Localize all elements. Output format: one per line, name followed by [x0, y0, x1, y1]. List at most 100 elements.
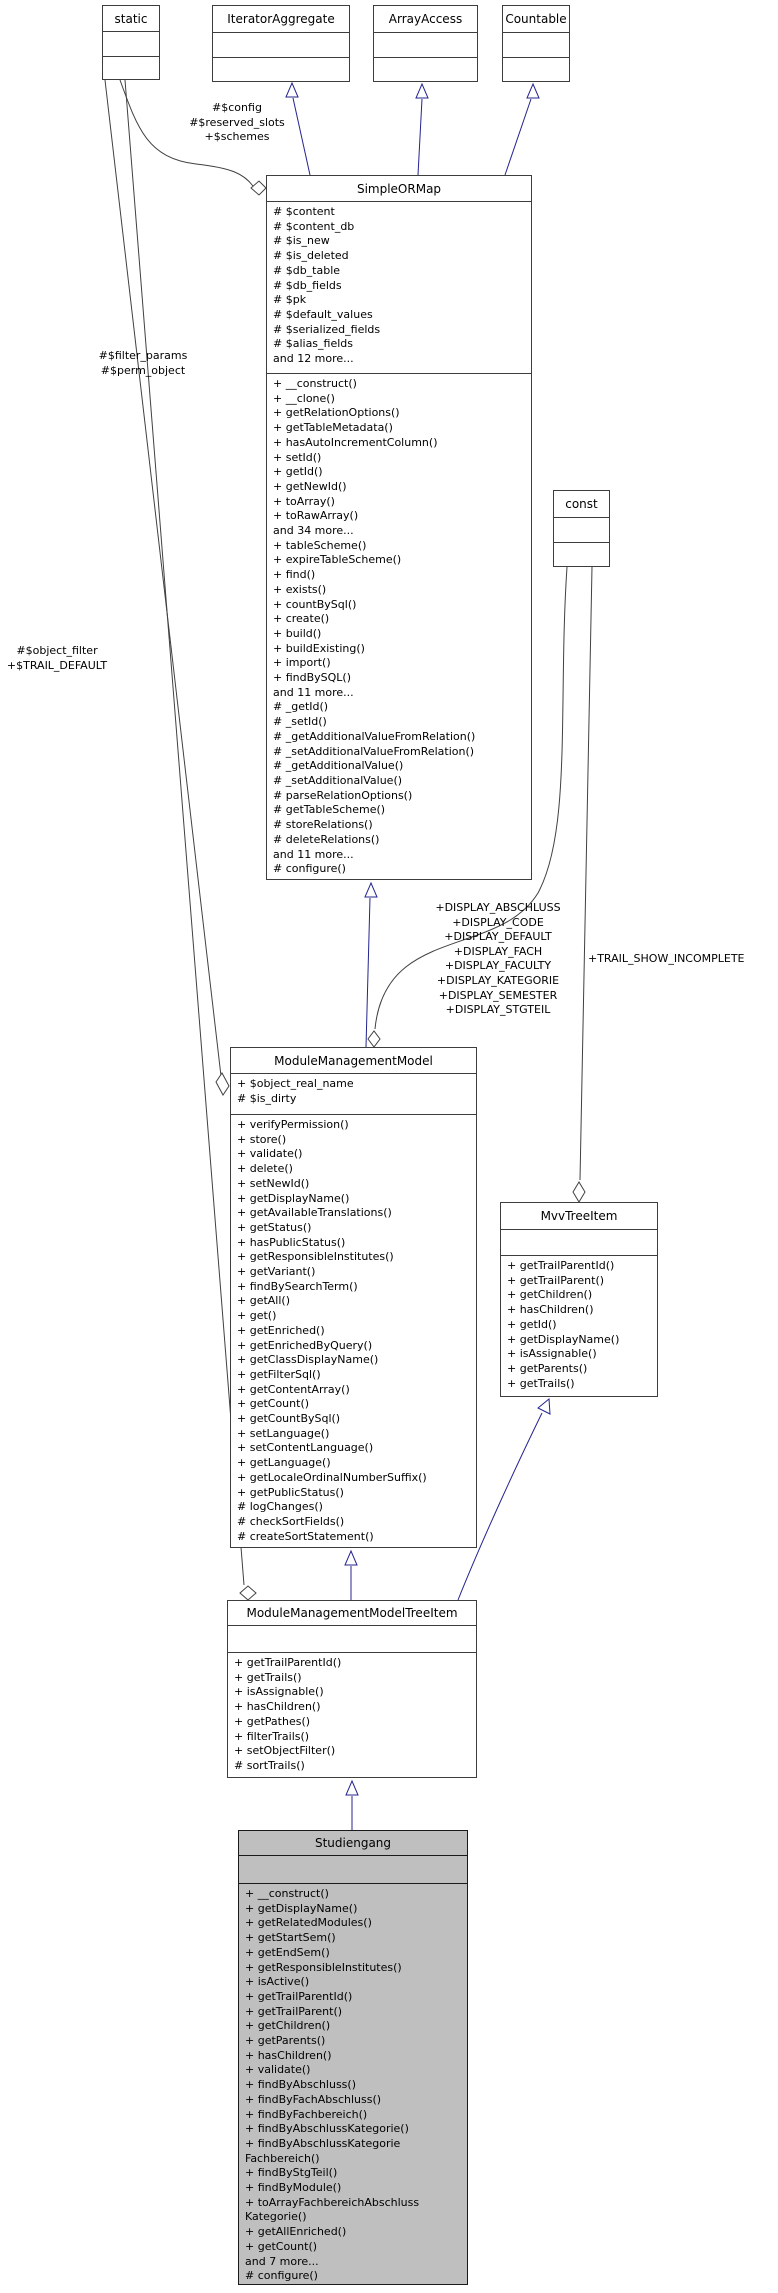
member-line: + import() [273, 656, 331, 670]
member-line: + getTrailParentId() [234, 1656, 342, 1669]
member-line: + getEnrichedByQuery() [237, 1338, 373, 1352]
member-line: + tableScheme() [273, 538, 367, 552]
member-line: + create() [273, 612, 330, 626]
class-studiengang[interactable]: Studiengang + __construct()+ getDisplayN… [238, 1830, 468, 2285]
edge-label-static-simpleormap: #$config#$reserved_slots+$schemes [158, 101, 316, 145]
member-line: + getAllEnriched() [245, 2225, 347, 2239]
member-line: + getAll() [237, 1294, 290, 1308]
member-line: + findByFachbereich() [245, 2107, 368, 2121]
member-line: # $default_values [273, 307, 373, 321]
member-line: +DISPLAY_FACH [453, 944, 543, 958]
member-line: + getFilterSql() [237, 1367, 321, 1381]
member-line: +DISPLAY_STGTEIL [445, 1003, 551, 1017]
member-line: + getVariant() [237, 1265, 316, 1279]
member-line: + setObjectFilter() [234, 1744, 336, 1758]
aggregation-diamond-treeitem [239, 1585, 257, 1601]
member-line: # sortTrails() [234, 1758, 305, 1772]
member-line: # $content [273, 205, 335, 218]
methods-compartment [103, 57, 159, 79]
member-line: +DISPLAY_ABSCHLUSS [435, 901, 561, 914]
member-line: + findBySQL() [273, 671, 352, 685]
member-line: + toArray() [273, 494, 335, 508]
class-iteratoraggregate[interactable]: IteratorAggregate [212, 5, 350, 82]
member-line: + getTrailParent() [507, 1273, 605, 1287]
attributes-compartment [501, 1230, 657, 1256]
methods-compartment: + getTrailParentId()+ getTrailParent()+ … [501, 1256, 657, 1396]
member-line: + isActive() [245, 1975, 310, 1989]
usage-edge-static-treeitem [124, 79, 245, 1586]
member-line: # _setAdditionalValueFromRelation() [273, 744, 475, 758]
member-line: + isAssignable() [234, 1685, 324, 1699]
aggregation-diamond-modulemanagementmodel-left [215, 1072, 230, 1096]
member-line: + getTrails() [234, 1670, 302, 1684]
member-line: +DISPLAY_KATEGORIE [436, 973, 560, 987]
member-line: +$TRAIL_DEFAULT [6, 658, 108, 672]
class-modulemanagementmodel[interactable]: ModuleManagementModel + $object_real_nam… [230, 1047, 477, 1548]
aggregation-diamond-modulemanagementmodel-top [367, 1030, 381, 1048]
member-line: + findByFachAbschluss() [245, 2092, 382, 2106]
member-line: + verifyPermission() [237, 1118, 349, 1131]
class-static[interactable]: static [102, 5, 160, 80]
methods-compartment: + getTrailParentId()+ getTrails()+ isAss… [228, 1653, 476, 1777]
member-line: + validate() [237, 1147, 303, 1161]
member-line: +DISPLAY_DEFAULT [444, 930, 552, 944]
member-line: # $is_deleted [273, 249, 349, 263]
member-line: + getResponsibleInstitutes() [245, 1960, 402, 1974]
member-line: + getClassDisplayName() [237, 1353, 379, 1367]
class-modulemanagementmodeltreeitem[interactable]: ModuleManagementModelTreeItem + getTrail… [227, 1600, 477, 1778]
member-line: + toRawArray() [273, 509, 359, 523]
member-line: + getTableMetadata() [273, 421, 393, 435]
member-line: + getTrailParent() [245, 2004, 343, 2018]
member-line: #$reserved_slots [189, 115, 285, 129]
methods-compartment [554, 543, 609, 566]
member-line: + getId() [273, 465, 323, 479]
member-line: + getId() [507, 1317, 557, 1331]
member-line: Fachbereich() [245, 2151, 320, 2165]
member-line: + hasAutoIncrementColumn() [273, 435, 438, 449]
aggregation-diamond-simpleormap [250, 180, 267, 196]
member-line: + hasChildren() [507, 1303, 594, 1317]
member-line: # _setId() [273, 715, 327, 729]
member-line: # storeRelations() [273, 818, 373, 832]
edge-label-const-mvvtreeitem: +TRAIL_SHOW_INCOMPLETE [588, 952, 745, 965]
member-line: + hasChildren() [234, 1700, 321, 1714]
inheritance-arrow-mvvtreeitem [537, 1397, 551, 1415]
edge-label-static-treeitem: #$object_filter+$TRAIL_DEFAULT [0, 644, 114, 673]
member-line: + getAvailableTranslations() [237, 1206, 392, 1220]
member-line: +$schemes [204, 130, 270, 144]
member-line: + getResponsibleInstitutes() [237, 1250, 394, 1264]
class-title: static [103, 6, 159, 32]
member-line: + getCount() [237, 1397, 310, 1411]
inheritance-arrow-modulemanagementmodel [344, 1549, 358, 1566]
member-line: #$config [212, 101, 262, 114]
member-line: + countBySql() [273, 597, 357, 611]
class-const[interactable]: const [553, 490, 610, 567]
class-title: Countable [503, 6, 569, 33]
member-line: + getParents() [507, 1361, 588, 1375]
methods-compartment: + verifyPermission()+ store()+ validate(… [231, 1115, 476, 1547]
usage-edge-const-mvvtreeitem [579, 566, 593, 1181]
member-line: + getCount() [245, 2239, 318, 2253]
class-simpleormap[interactable]: SimpleORMap # $content# $content_db# $is… [266, 175, 532, 880]
member-line: + findBySearchTerm() [237, 1279, 358, 1293]
member-line: and 7 more... [245, 2254, 319, 2268]
inheritance-edge-treeitem-mvvtreeitem [457, 1412, 543, 1601]
edge-label-static-modulemanagementmodel: #$filter_params#$perm_object [85, 349, 201, 378]
member-line: + getChildren() [507, 1288, 593, 1302]
member-line: #$object_filter [16, 644, 98, 657]
member-line: + $object_real_name [237, 1077, 354, 1090]
member-line: + getTrailParentId() [507, 1259, 615, 1272]
usage-edge-const-modulemanagementmodel [374, 566, 568, 1030]
inheritance-edge-simpleormap-countable [504, 98, 532, 176]
member-line: + __construct() [273, 377, 357, 390]
methods-compartment: + __construct()+ __clone()+ getRelationO… [267, 374, 531, 880]
class-arrayaccess[interactable]: ArrayAccess [373, 5, 478, 82]
member-line: + findByAbschlussKategorie() [245, 2122, 409, 2136]
class-countable[interactable]: Countable [502, 5, 570, 82]
member-line: + getTrails() [507, 1376, 575, 1390]
attributes-compartment [228, 1626, 476, 1653]
attributes-compartment: + $object_real_name# $is_dirty [231, 1074, 476, 1115]
attributes-compartment [103, 32, 159, 57]
class-mvvtreeitem[interactable]: MvvTreeItem + getTrailParentId()+ getTra… [500, 1202, 658, 1397]
member-line: + expireTableScheme() [273, 553, 402, 567]
